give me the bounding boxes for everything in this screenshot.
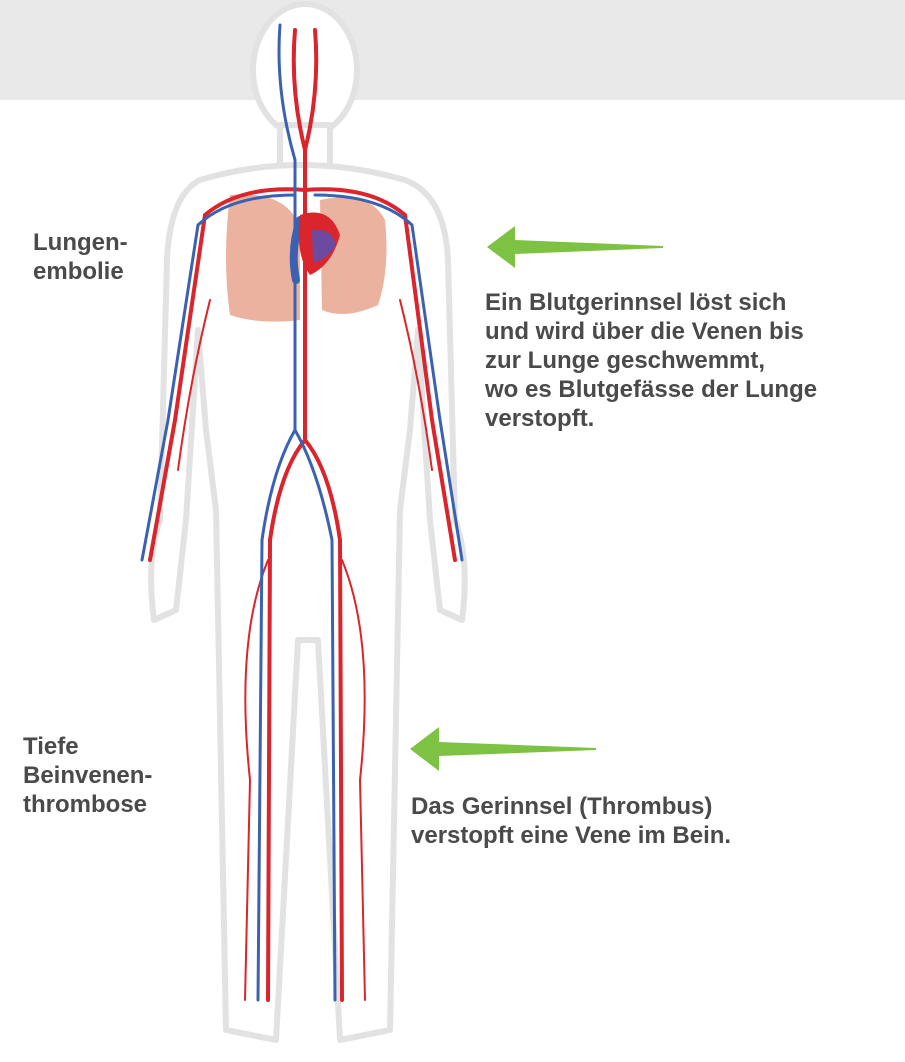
label-tiefe-beinvenenthrombose: Tiefe Beinvenen- thrombose xyxy=(23,732,152,819)
body-silhouette xyxy=(151,4,465,1040)
description-lung: Ein Blutgerinnsel löst sich und wird übe… xyxy=(485,288,817,433)
description-leg: Das Gerinnsel (Thrombus) verstopft eine … xyxy=(411,792,731,850)
circulatory-system-illustration xyxy=(110,0,470,1062)
left-arrow-icon xyxy=(410,727,600,771)
left-arrow-icon xyxy=(487,226,667,268)
label-lungenembolie: Lungen- embolie xyxy=(33,228,128,286)
